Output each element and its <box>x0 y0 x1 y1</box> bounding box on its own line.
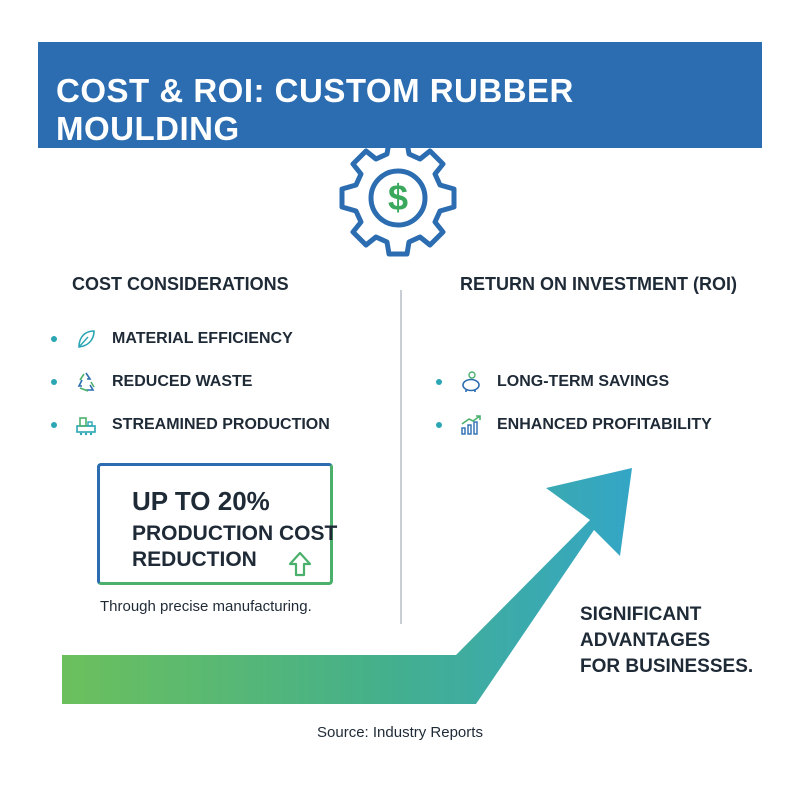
cost-list: MATERIAL EFFICIENCY REDUCED WASTE STREAM… <box>51 317 330 446</box>
callout-line-1: PRODUCTION COST <box>132 522 338 545</box>
list-item-label: REDUCED WASTE <box>112 372 253 390</box>
list-item-label: ENHANCED PROFITABILITY <box>497 415 712 433</box>
arrow-up-icon <box>286 550 314 578</box>
list-item: ENHANCED PROFITABILITY <box>436 403 712 446</box>
gear-dollar-icon: $ <box>332 132 464 264</box>
bullet <box>51 421 57 428</box>
list-item-label: MATERIAL EFFICIENCY <box>112 329 293 347</box>
column-divider <box>400 290 402 624</box>
bullet <box>436 421 442 428</box>
list-item-label: STREAMINED PRODUCTION <box>112 415 330 433</box>
piggy-bank-icon <box>459 370 483 394</box>
bullet <box>436 378 442 385</box>
tagline-line-1: SIGNIFICANT <box>580 604 702 625</box>
callout-line-2: REDUCTION <box>132 548 257 571</box>
page-title: COST & ROI: CUSTOM RUBBER MOULDING <box>56 72 574 147</box>
roi-tagline: SIGNIFICANT ADVANTAGES FOR BUSINESSES. <box>580 602 753 680</box>
roi-section-title: RETURN ON INVESTMENT (ROI) <box>460 274 737 294</box>
bullet <box>51 335 57 342</box>
svg-text:$: $ <box>388 177 408 218</box>
cost-section-title: COST CONSIDERATIONS <box>72 274 289 294</box>
roi-list: LONG-TERM SAVINGS ENHANCED PROFITABILITY <box>436 360 712 446</box>
cost-note: Through precise manufacturing. <box>100 598 312 615</box>
leaf-icon <box>74 327 98 351</box>
list-item: STREAMINED PRODUCTION <box>51 403 330 446</box>
list-item: REDUCED WASTE <box>51 360 330 403</box>
cost-reduction-callout: UP TO 20% PRODUCTION COST REDUCTION <box>97 463 337 585</box>
recycle-icon <box>74 370 98 394</box>
machine-icon <box>74 413 98 437</box>
growth-chart-icon <box>459 413 483 437</box>
source-note: Source: Industry Reports <box>317 724 483 741</box>
tagline-line-3: FOR BUSINESSES. <box>580 656 754 677</box>
callout-headline: UP TO 20% <box>132 486 270 516</box>
title-banner: COST & ROI: CUSTOM RUBBER MOULDING <box>38 42 762 148</box>
list-item: LONG-TERM SAVINGS <box>436 360 712 403</box>
list-item: MATERIAL EFFICIENCY <box>51 317 330 360</box>
bullet <box>51 378 57 385</box>
list-item-label: LONG-TERM SAVINGS <box>497 372 670 390</box>
tagline-line-2: ADVANTAGES <box>580 630 711 651</box>
